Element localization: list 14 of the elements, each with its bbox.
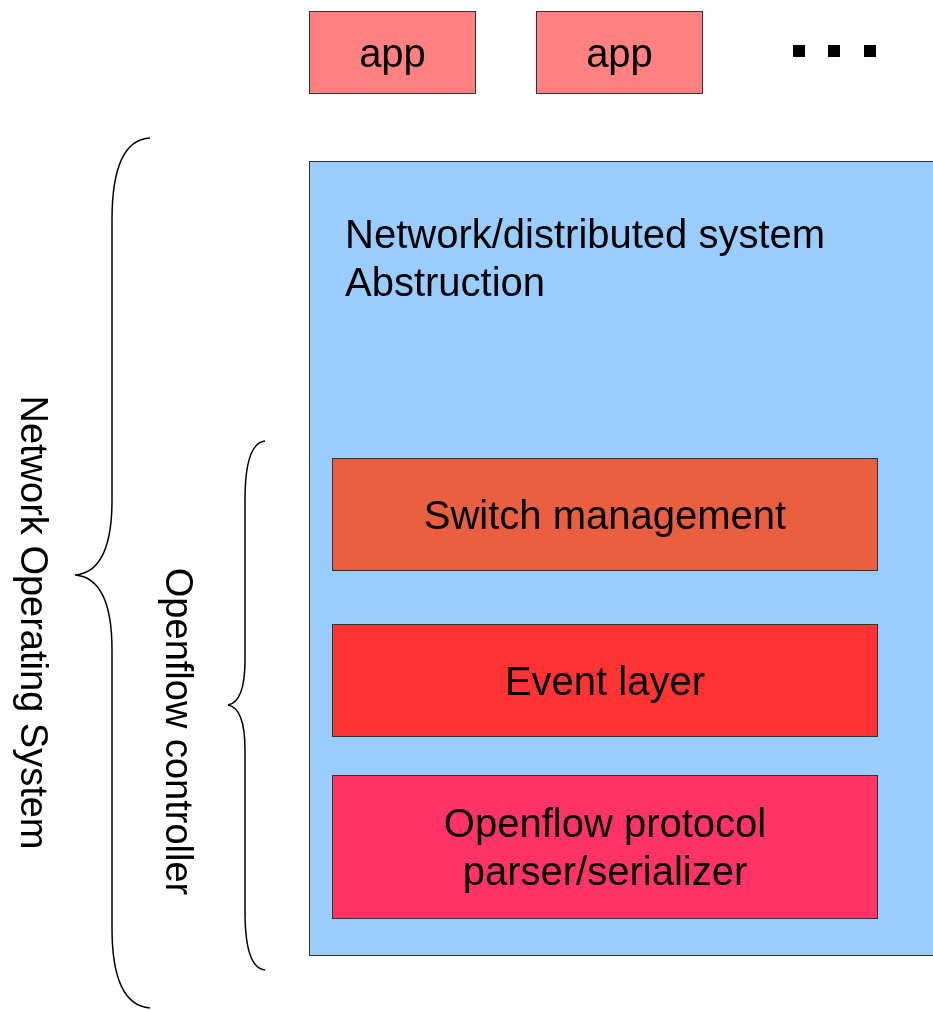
panel-title: Network/distributed system Abstruction (345, 211, 827, 306)
box-label: Openflow protocol parser/serializer (442, 800, 768, 895)
brace-label: Openflow controller (156, 567, 200, 895)
app-box (309, 11, 476, 94)
box-label: Switch management (423, 491, 787, 539)
layer-box (332, 458, 878, 571)
layer-panel (309, 161, 933, 956)
app-box (536, 11, 703, 94)
layer-box (332, 624, 878, 737)
layer-box (332, 775, 878, 919)
box-label: app (359, 29, 426, 77)
brace-label: Network Operating System (11, 394, 55, 850)
box-label: Event layer (504, 657, 706, 705)
box-label: app (586, 29, 653, 77)
